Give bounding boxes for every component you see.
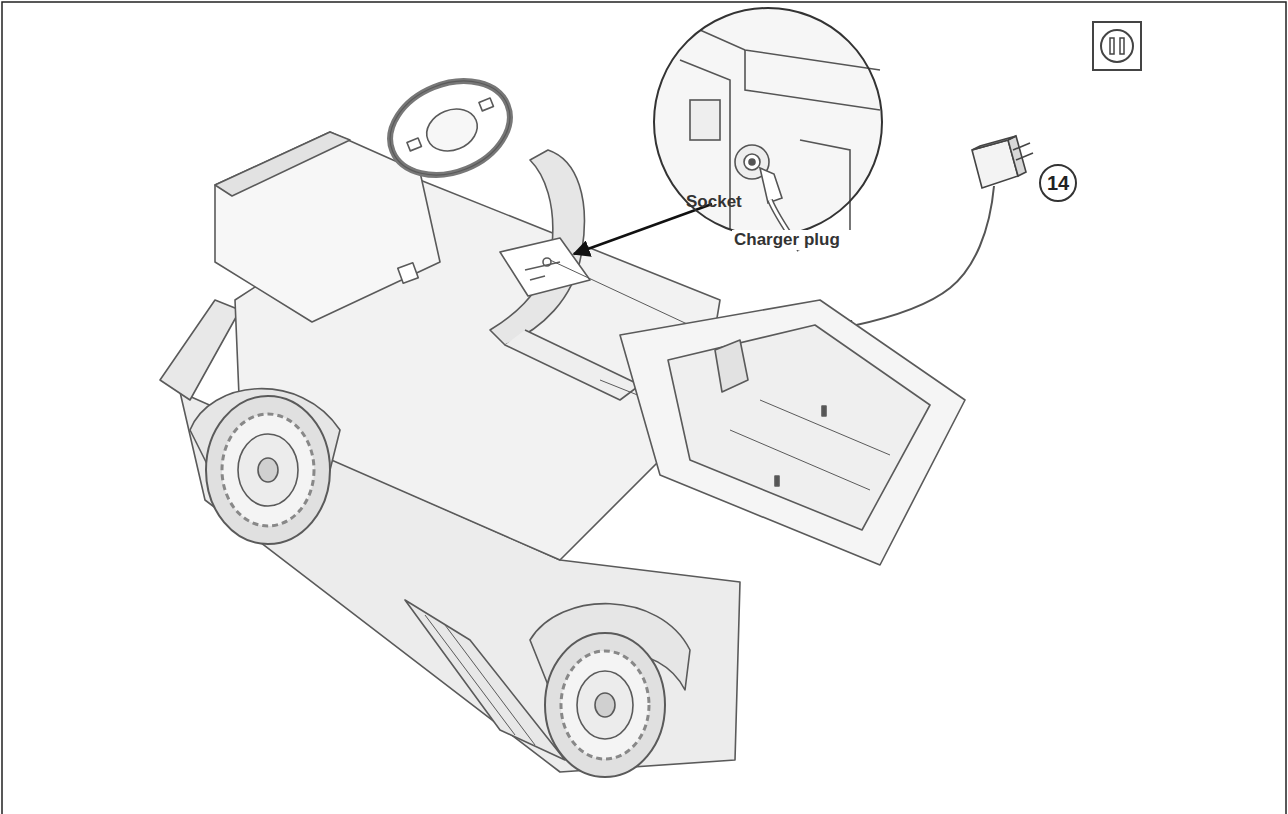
outline-circle (1040, 165, 1076, 201)
callout-number: 14 (1040, 165, 1076, 201)
outline-circle (654, 8, 882, 236)
zoom-pointer-arrow (574, 204, 712, 254)
zoom-circle: SocketCharger plug (654, 8, 882, 236)
wall-outlet (1093, 22, 1141, 70)
callout-number: 14 (1040, 165, 1076, 201)
part-label: Socket (686, 192, 742, 212)
part-label: Charger plug (732, 230, 842, 250)
